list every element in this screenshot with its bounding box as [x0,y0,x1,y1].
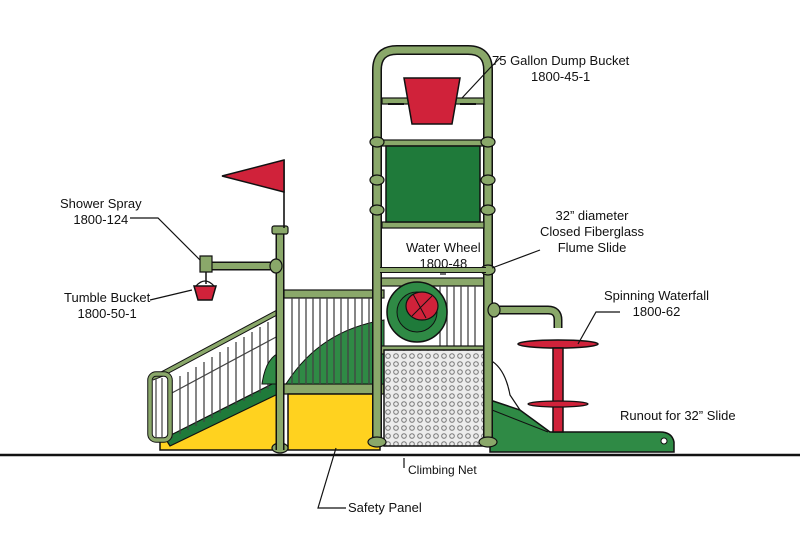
flume-slide-line3: Flume Slide [557,240,627,255]
flume-slide-line1: 32” diameter [555,208,629,223]
water-wheel-code: 1800-48 [419,256,468,271]
dump-bucket [388,77,476,125]
shower-spray-name: Shower Spray [60,196,142,211]
spray-pipe [487,302,563,328]
label-water-wheel: Water Wheel 1800-48 [406,240,481,272]
dump-bucket-code: 1800-45-1 [531,69,591,84]
stair-structure [147,309,283,451]
tumble-bucket [193,280,217,301]
water-wheel-name: Water Wheel [406,240,481,255]
climbing-net-name: Climbing Net [408,463,477,477]
leader-safety-panel [317,447,346,509]
tumble-bucket-code: 1800-50-1 [77,306,137,321]
label-spinning-waterfall: Spinning Waterfall 1800-62 [604,288,709,320]
leader-spinning-waterfall [577,311,620,345]
label-climbing-net: Climbing Net [408,462,477,478]
leader-dump-bucket [461,57,501,99]
spinning-waterfall [517,339,599,433]
label-safety-panel: Safety Panel [348,500,422,516]
tower-frame [271,45,498,454]
safety-panel-name: Safety Panel [348,500,422,515]
label-tumble-bucket: Tumble Bucket 1800-50-1 [64,290,150,322]
leader-flume-slide [491,249,541,269]
label-shower-spray: Shower Spray 1800-124 [60,196,142,228]
dump-bucket-name: 75 Gallon Dump Bucket [492,53,630,68]
label-dump-bucket: 75 Gallon Dump Bucket 1800-45-1 [492,53,629,85]
flume-slide-line2: Closed Fiberglass [540,224,645,239]
shower-spray-code: 1800-124 [73,212,129,227]
leader-lines [130,57,620,509]
runout-name: Runout for 32” Slide [620,408,736,423]
climbing-net [383,349,485,447]
water-wheel [386,281,448,343]
spinning-waterfall-code: 1800-62 [632,304,681,319]
leader-tumble-bucket [149,289,193,301]
runout-slide [489,359,675,453]
leader-shower-spray [130,217,201,261]
label-runout: Runout for 32” Slide [620,408,736,424]
tumble-bucket-name: Tumble Bucket [64,290,151,305]
spinning-waterfall-name: Spinning Waterfall [604,288,710,303]
flag [221,159,285,228]
label-flume-slide: 32” diameter Closed Fiberglass Flume Sli… [540,208,644,256]
